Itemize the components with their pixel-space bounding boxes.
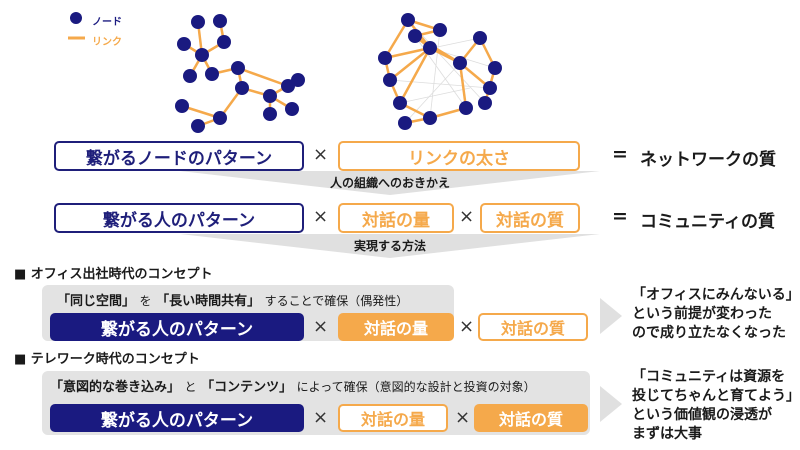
legend-link-label: リンク [92,37,122,48]
telework-phrase-involvement: 「意図的な巻き込み」 [50,380,181,395]
telework-dialogue-quality-box: 対話の質 [474,404,588,432]
people-pattern-box: 繋がる人のパターン [54,203,304,233]
multiply-sign: × [313,144,329,165]
network-diagram-sparse [175,14,305,133]
office-panel-text: 「同じ空間」 を 「長い時間共有」 することで確保（偶発性） [57,294,409,309]
arrow-label-replacement: 人の組織へのおきかえ [329,176,450,190]
office-phrase-long-time: 「長い時間共有」 [156,294,261,309]
office-dialogue-quantity-box: 対話の量 [338,313,454,341]
legend-node-icon [70,12,82,24]
telework-panel-text: 「意図的な巻き込み」 と 「コンテンツ」 によって確保（意図的な設計と投資の対象… [50,380,536,395]
telework-people-pattern-box: 繋がる人のパターン [50,404,304,432]
legend-node-label: ノード [92,17,122,28]
dialogue-quantity-box: 対話の量 [338,203,454,233]
community-quality-result: コミュニティの質 [640,212,775,232]
multiply-sign: × [459,206,475,227]
office-side-note: 「オフィスにみんないる」 という前提が変わった ので成り立たなくなった [632,287,800,341]
dialogue-quality-box: 対話の質 [480,203,580,233]
arrow-label-method: 実現する方法 [353,239,426,253]
multiply-sign: × [459,316,475,337]
link-thickness-box: リンクの太さ [338,141,580,171]
chevron-right-icon [600,386,622,422]
equals-sign: = [612,205,628,227]
telework-section-title: ■ テレワーク時代のコンセプト [14,352,200,367]
office-phrase-same-space: 「同じ空間」 [57,294,136,309]
chevron-down-icon [180,234,600,258]
equals-sign: = [612,143,628,165]
telework-phrase-contents: 「コンテンツ」 [201,380,293,395]
legend-symbols [68,12,85,40]
office-section-title: ■ オフィス出社時代のコンセプト [14,267,213,282]
multiply-sign: × [313,407,329,428]
network-diagram-dense [378,13,502,130]
node-pattern-box: 繋がるノードのパターン [54,141,304,171]
network-quality-result: ネットワークの質 [640,150,776,170]
multiply-sign: × [313,316,329,337]
telework-dialogue-quantity-box: 対話の量 [338,404,448,432]
chevron-down-icon [180,171,600,195]
office-dialogue-quality-box: 対話の質 [478,313,588,341]
office-people-pattern-box: 繋がる人のパターン [50,313,304,341]
multiply-sign: × [313,206,329,227]
telework-side-note: 「コミュニティは資源を 投じてちゃんと育てよう」 という価値観の浸透が まずは大… [632,369,800,442]
chevron-right-icon [600,298,622,334]
multiply-sign: × [455,407,471,428]
